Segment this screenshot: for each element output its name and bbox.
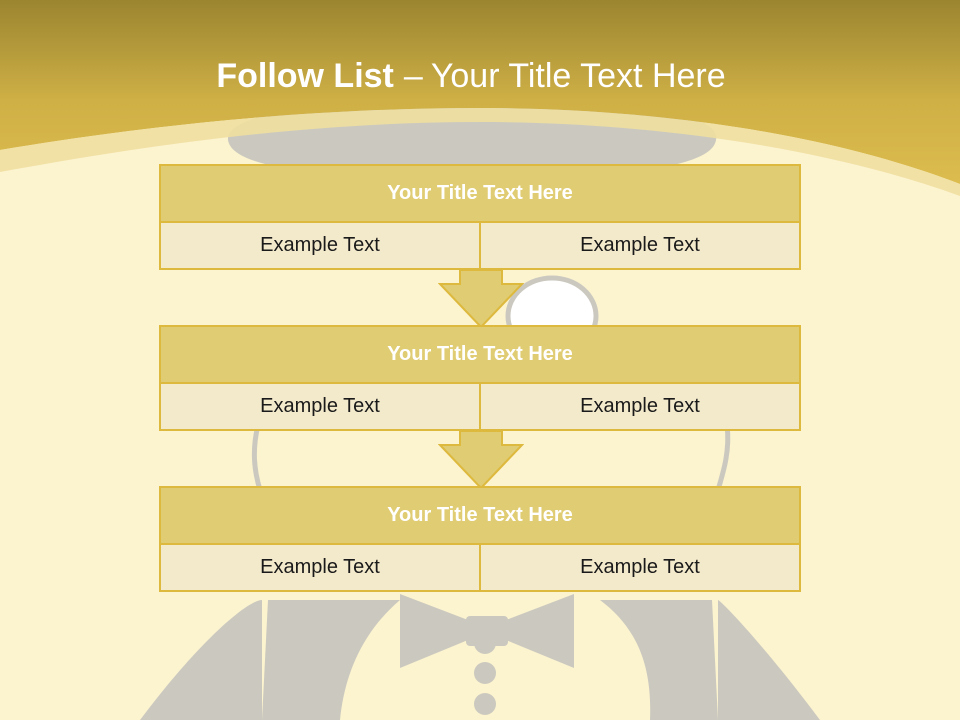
step-title: Your Title Text Here — [161, 488, 799, 543]
down-arrow-icon — [438, 431, 524, 489]
button-shape — [474, 632, 496, 654]
step-cell-left: Example Text — [161, 545, 479, 590]
step-title: Your Title Text Here — [161, 166, 799, 221]
bow-tie-shape — [400, 594, 468, 668]
step-cell-right: Example Text — [481, 545, 799, 590]
down-arrow-icon — [438, 270, 524, 328]
step-box-1: Your Title Text Here Example Text Exampl… — [159, 164, 801, 270]
step-box-3: Your Title Text Here Example Text Exampl… — [159, 486, 801, 592]
step-cell-left: Example Text — [161, 223, 479, 268]
step-cell-right: Example Text — [481, 384, 799, 429]
step-title: Your Title Text Here — [161, 327, 799, 382]
title-separator: – — [403, 57, 423, 95]
title-bold: Follow List — [216, 57, 394, 95]
title-rest: Your Title Text Here — [430, 57, 726, 95]
step-cell-left: Example Text — [161, 384, 479, 429]
header-band — [0, 0, 960, 184]
step-box-2: Your Title Text Here Example Text Exampl… — [159, 325, 801, 431]
coat-shape — [140, 600, 262, 720]
step-cell-right: Example Text — [481, 223, 799, 268]
slide-title: Follow List–Your Title Text Here — [0, 54, 942, 98]
